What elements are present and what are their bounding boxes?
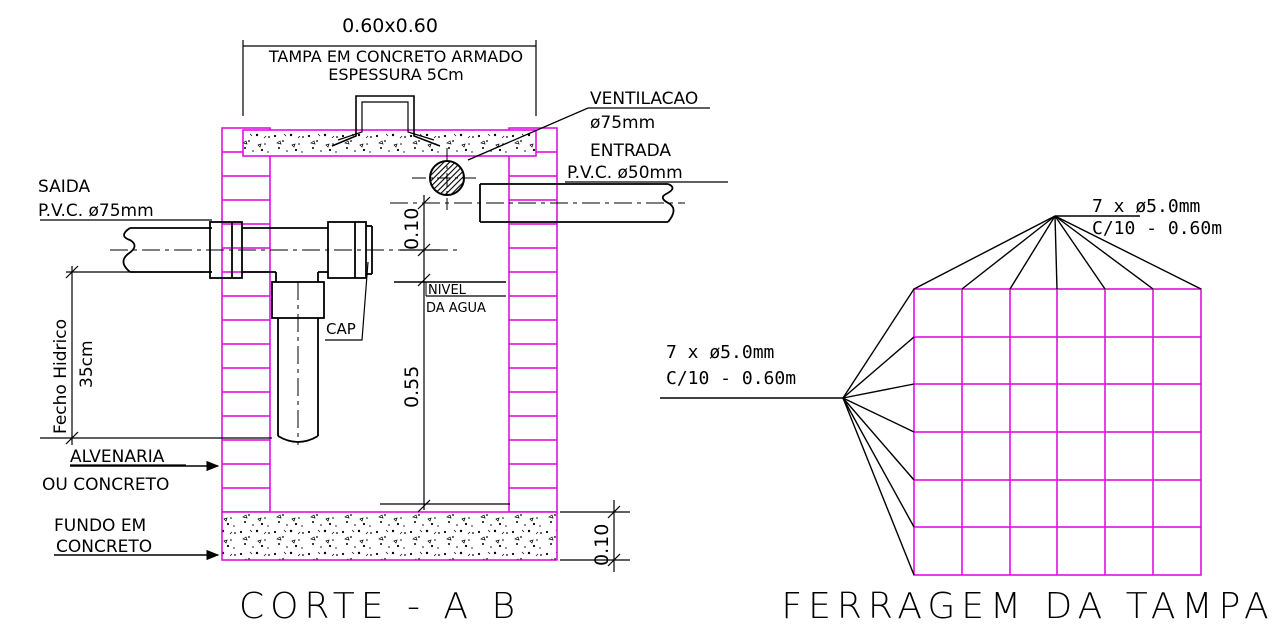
cap-leader bbox=[325, 261, 369, 341]
outlet-spec: P.V.C. ø75mm bbox=[38, 201, 154, 221]
top-leader-fan bbox=[913, 215, 1202, 290]
inlet-spec: P.V.C. ø50mm bbox=[567, 163, 683, 183]
reinforcement-title: FERRAGEM DA TAMPA bbox=[781, 586, 1273, 625]
seal-label: Fecho Hidrico bbox=[51, 319, 71, 434]
top-spacing: C/10 - 0.60m bbox=[1092, 218, 1222, 239]
depth-dimension bbox=[380, 195, 510, 513]
dim-base-text: 0.10 bbox=[591, 524, 613, 566]
section-view: 0.60x0.60 TAMPA EM CONCRETO ARMADO ESPES… bbox=[38, 15, 728, 625]
left-masonry-wall bbox=[221, 127, 271, 513]
right-masonry-wall bbox=[508, 127, 558, 513]
reinforcement-view: 7 x ø5.0mm C/10 - 0.60m 7 x ø5.0mm C/10 … bbox=[660, 196, 1273, 625]
left-count: 7 x ø5.0mm bbox=[666, 342, 774, 363]
concrete-base bbox=[221, 511, 558, 561]
wall-label-1: ALVENARIA bbox=[70, 447, 165, 467]
left-spacing: C/10 - 0.60m bbox=[666, 368, 796, 389]
seal-value: 35cm bbox=[77, 340, 97, 388]
lid-label-text: TAMPA EM CONCRETO ARMADO bbox=[268, 47, 523, 66]
top-count: 7 x ø5.0mm bbox=[1092, 196, 1200, 217]
wall-label-2: OU CONCRETO bbox=[42, 475, 169, 495]
dim-top-text: 0.10 bbox=[401, 208, 423, 250]
lid-thickness-text: ESPESSURA 5Cm bbox=[328, 65, 463, 84]
left-leader-fan bbox=[660, 288, 915, 576]
base-dimension bbox=[560, 500, 630, 572]
concrete-lid bbox=[242, 129, 537, 157]
water-level-2: DA AGUA bbox=[426, 301, 486, 316]
vent-dia: ø75mm bbox=[590, 113, 655, 133]
water-level-1: NIVEL bbox=[428, 283, 467, 298]
seal-dimension bbox=[40, 265, 272, 445]
inlet-label: ENTRADA bbox=[590, 141, 671, 161]
depth-text: 0.55 bbox=[401, 366, 423, 408]
lid-dims-text: 0.60x0.60 bbox=[342, 15, 438, 37]
base-label-2: CONCRETO bbox=[56, 537, 152, 557]
vent-leader bbox=[467, 107, 710, 161]
rebar-grid bbox=[913, 288, 1202, 576]
lid-dimension bbox=[242, 40, 537, 116]
cap-label: CAP bbox=[326, 320, 356, 338]
lid-handle bbox=[331, 95, 441, 147]
base-label-1: FUNDO EM bbox=[54, 516, 146, 536]
vent-label: VENTILACAO bbox=[590, 89, 698, 109]
outlet-label: SAIDA bbox=[38, 177, 91, 197]
section-title: CORTE - A B bbox=[239, 586, 521, 625]
